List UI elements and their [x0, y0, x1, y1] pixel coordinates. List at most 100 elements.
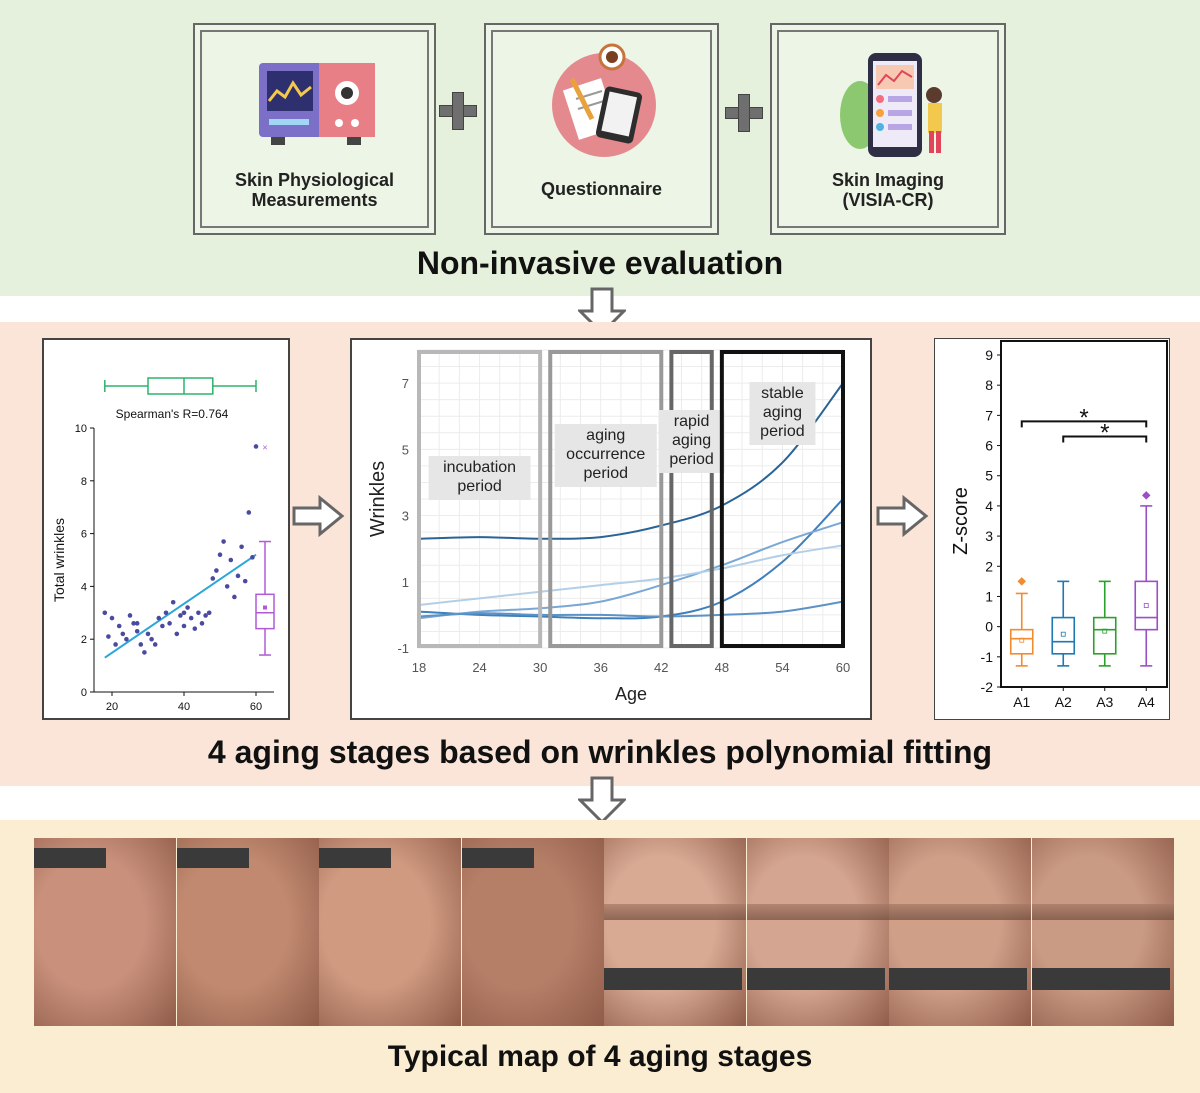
y-tick-label: -1: [981, 649, 994, 665]
significance-star: *: [1079, 404, 1088, 431]
scatter-point: [214, 568, 219, 573]
redaction-bar: [461, 848, 534, 868]
scatter-point: [156, 615, 162, 621]
eyebrow-shading: [889, 904, 1031, 920]
skin-photo: [319, 838, 461, 1026]
significance-bracket: [1062, 435, 1148, 443]
stage-box: [719, 350, 846, 648]
y-tick-label: -2: [981, 679, 994, 695]
y-tick-label: 7: [402, 376, 409, 391]
x-tick-label: 60: [836, 660, 850, 675]
card-label-line: Questionnaire: [540, 179, 663, 199]
y-tick-label: 8: [81, 476, 87, 488]
redaction-bar: [319, 848, 391, 868]
stage-box: [669, 350, 714, 648]
box-outlier: [1142, 491, 1151, 500]
x-axis-label: Age: [615, 684, 647, 704]
stage-label: rapid: [674, 413, 710, 430]
box-mean: [1143, 603, 1149, 608]
box-mean: [1019, 637, 1025, 643]
plus-icon: [725, 94, 763, 132]
y-tick-label: 2: [985, 558, 993, 574]
card-questionnaire: Questionnaire: [484, 23, 719, 235]
redaction-bar: [34, 848, 106, 868]
redaction-bar: [746, 968, 885, 990]
stage-label-bg: [749, 382, 816, 445]
y-axis-label: Z-score: [950, 487, 972, 555]
scatter-point: [109, 615, 115, 621]
stage-label-bg: [554, 424, 657, 487]
skin-photo: [604, 838, 746, 1026]
card-skin-physiological: Skin Physiological Measurements: [193, 23, 436, 235]
scatter-point: [160, 623, 165, 629]
fit-curve: [418, 521, 844, 620]
x-tick-label: 30: [533, 660, 547, 675]
stage-box: [417, 350, 543, 648]
fit-curve: [418, 600, 844, 618]
stage-label: stable: [761, 385, 804, 402]
fit-curve: [418, 382, 844, 540]
scatter-point: [142, 650, 147, 655]
scatter-point: [116, 623, 122, 629]
eyebrow-shading: [604, 904, 746, 920]
x-tick-label: A2: [1055, 694, 1072, 710]
scatter-point: [134, 628, 140, 634]
x-tick-label: A4: [1138, 694, 1155, 710]
scatter-point: [145, 631, 151, 637]
typical-map-title: Typical map of 4 aging stages: [387, 1040, 813, 1073]
scatter-point: [106, 634, 111, 639]
skin-photo: [889, 838, 1031, 1026]
scatter-point: [185, 605, 190, 610]
box-mean: [1060, 631, 1066, 637]
scatter-point: [120, 631, 126, 637]
scatter-point: [181, 623, 187, 629]
y-tick-label: 1: [985, 588, 993, 604]
stage-label-bg: [658, 410, 725, 473]
scatter-point: [134, 621, 140, 626]
scatter-point: [199, 621, 205, 626]
stage-label: aging: [672, 432, 711, 449]
y-tick-label: 6: [81, 529, 87, 541]
redaction-bar: [889, 968, 1027, 990]
y-tick-label: -1: [397, 641, 409, 656]
redaction-bar: [1031, 968, 1170, 990]
skin-photo: [176, 838, 319, 1026]
scatter-point: [253, 444, 259, 449]
scatter-point: [221, 539, 226, 544]
scatter-point: [250, 555, 255, 560]
right-arrow-icon: [292, 494, 345, 538]
skin-photo: [1031, 838, 1174, 1026]
scatter-point: [138, 642, 144, 647]
box: [1134, 580, 1159, 631]
y-tick-label: 1: [402, 575, 409, 590]
scatter-point: [170, 599, 176, 605]
card-label-skin-imaging: Skin Imaging (VISIA-CR): [772, 170, 1004, 210]
card-label-physiological: Skin Physiological Measurements: [195, 170, 434, 210]
y-tick-label: 0: [81, 687, 87, 699]
marginal-box: [147, 377, 214, 395]
stage-label: incubation: [443, 459, 516, 476]
skin-photo: [461, 838, 604, 1026]
x-tick-label: 54: [775, 660, 789, 675]
redaction-bar: [604, 968, 742, 990]
skin-imaging-phone-icon: [840, 53, 942, 157]
x-tick-label: 60: [250, 701, 262, 713]
scatter-point: [163, 610, 169, 616]
x-tick-label: 18: [412, 660, 426, 675]
stage-box: [548, 350, 664, 648]
scatter-point: [232, 594, 237, 600]
y-tick-label: 9: [985, 347, 993, 363]
box: [1051, 616, 1076, 655]
x-tick-label: 40: [178, 701, 190, 713]
chart-title: Spearman's R=0.764: [116, 407, 229, 421]
scatter-point: [242, 578, 248, 584]
scatter-point: [178, 613, 183, 618]
scatter-point: [239, 544, 244, 550]
significance-bracket: [1020, 420, 1148, 428]
questionnaire-icon: [552, 43, 656, 157]
skin-photo: [34, 838, 176, 1026]
